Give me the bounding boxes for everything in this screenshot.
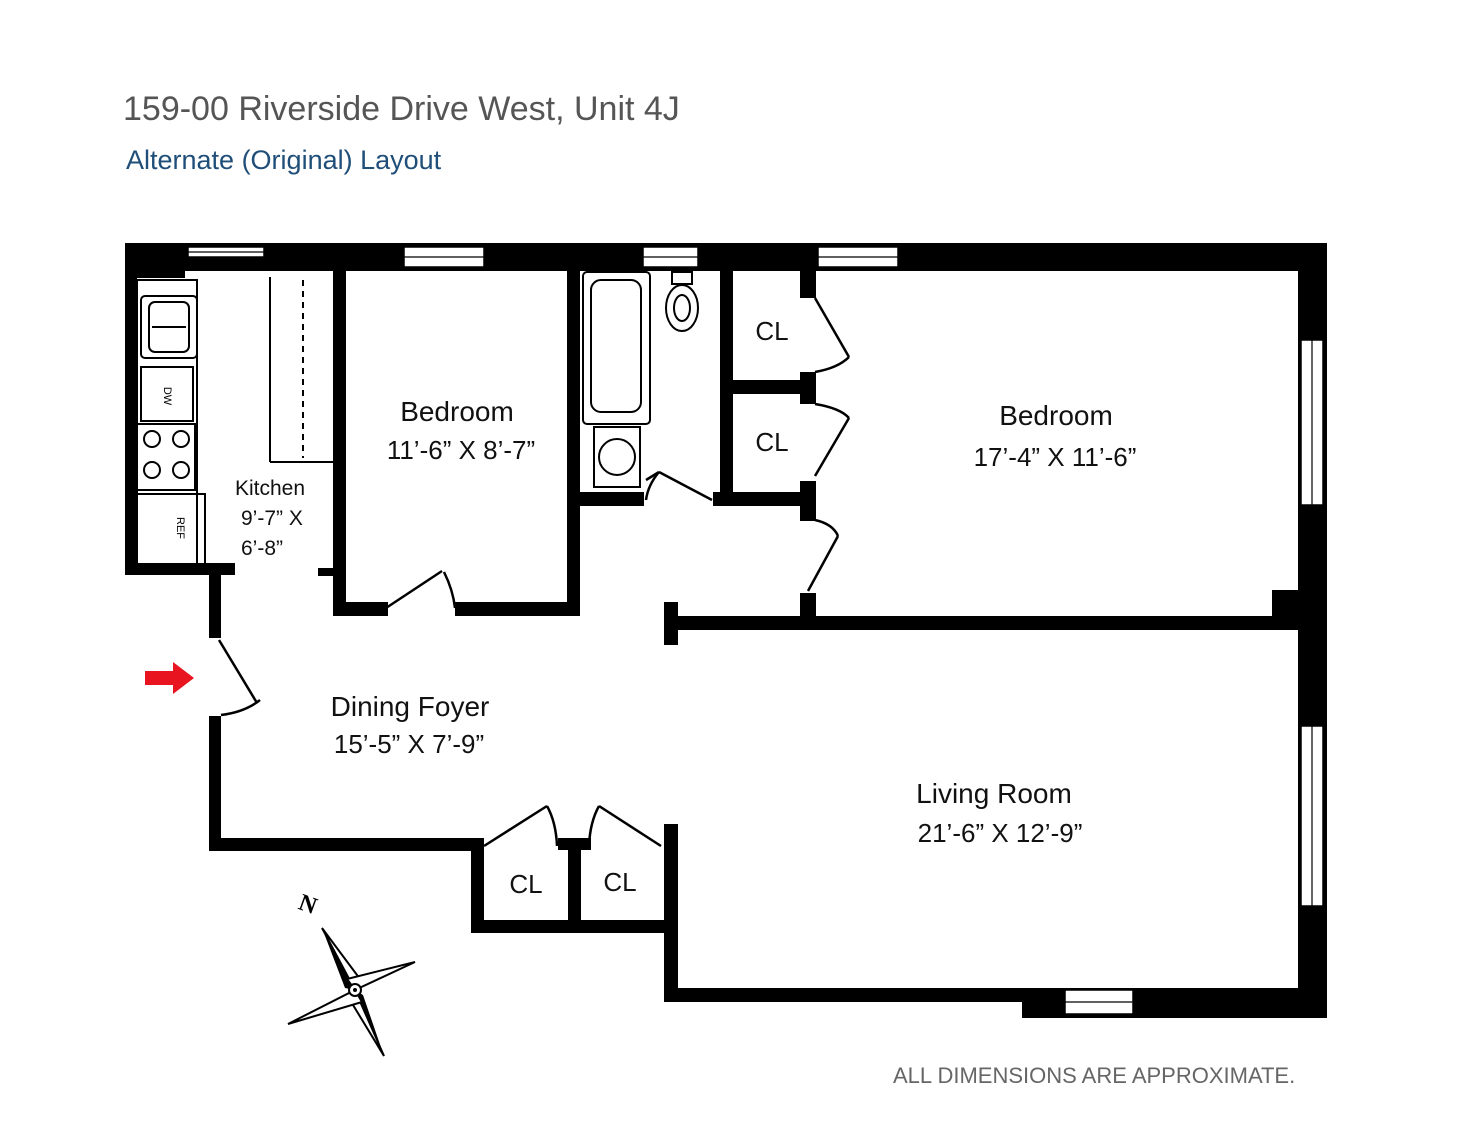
compass-north-label: N bbox=[295, 890, 321, 921]
plan-subtitle: Alternate (Original) Layout bbox=[126, 145, 442, 175]
bedroom-small-dimensions: 11’-6” X 8’-7” bbox=[387, 435, 535, 465]
kitchen-dimensions-line1: 9’-7” X bbox=[241, 507, 303, 530]
closet-label: CL bbox=[509, 869, 542, 899]
bath-fixtures bbox=[582, 271, 699, 488]
bedroom-large-name: Bedroom bbox=[999, 400, 1113, 431]
entry-arrow-icon bbox=[145, 662, 194, 694]
kitchen-dimensions-line2: 6’-8” bbox=[241, 537, 283, 560]
living-room-name: Living Room bbox=[916, 778, 1072, 809]
doors bbox=[217, 297, 851, 848]
svg-text:DW: DW bbox=[161, 387, 173, 406]
closet-label: CL bbox=[755, 316, 788, 346]
svg-text:REF: REF bbox=[174, 517, 186, 539]
plan-title: 159-00 Riverside Drive West, Unit 4J bbox=[123, 90, 680, 128]
dining-foyer-name: Dining Foyer bbox=[331, 691, 490, 722]
closet-label: CL bbox=[603, 867, 636, 897]
bedroom-large-dimensions: 17’-4” X 11’-6” bbox=[974, 442, 1137, 472]
window-glazing-lines bbox=[188, 251, 1313, 1003]
compass-rose-icon bbox=[287, 927, 416, 1057]
living-room-dimensions: 21’-6” X 12’-9” bbox=[918, 818, 1083, 848]
bedroom-small-name: Bedroom bbox=[400, 396, 514, 427]
windows bbox=[187, 246, 1324, 1015]
kitchen-fixtures: DW REF bbox=[136, 277, 333, 566]
kitchen-name: Kitchen bbox=[235, 477, 305, 500]
dining-foyer-dimensions: 15’-5” X 7’-9” bbox=[334, 729, 484, 759]
closet-label: CL bbox=[755, 427, 788, 457]
dimensions-disclaimer: ALL DIMENSIONS ARE APPROXIMATE. bbox=[893, 1063, 1296, 1088]
